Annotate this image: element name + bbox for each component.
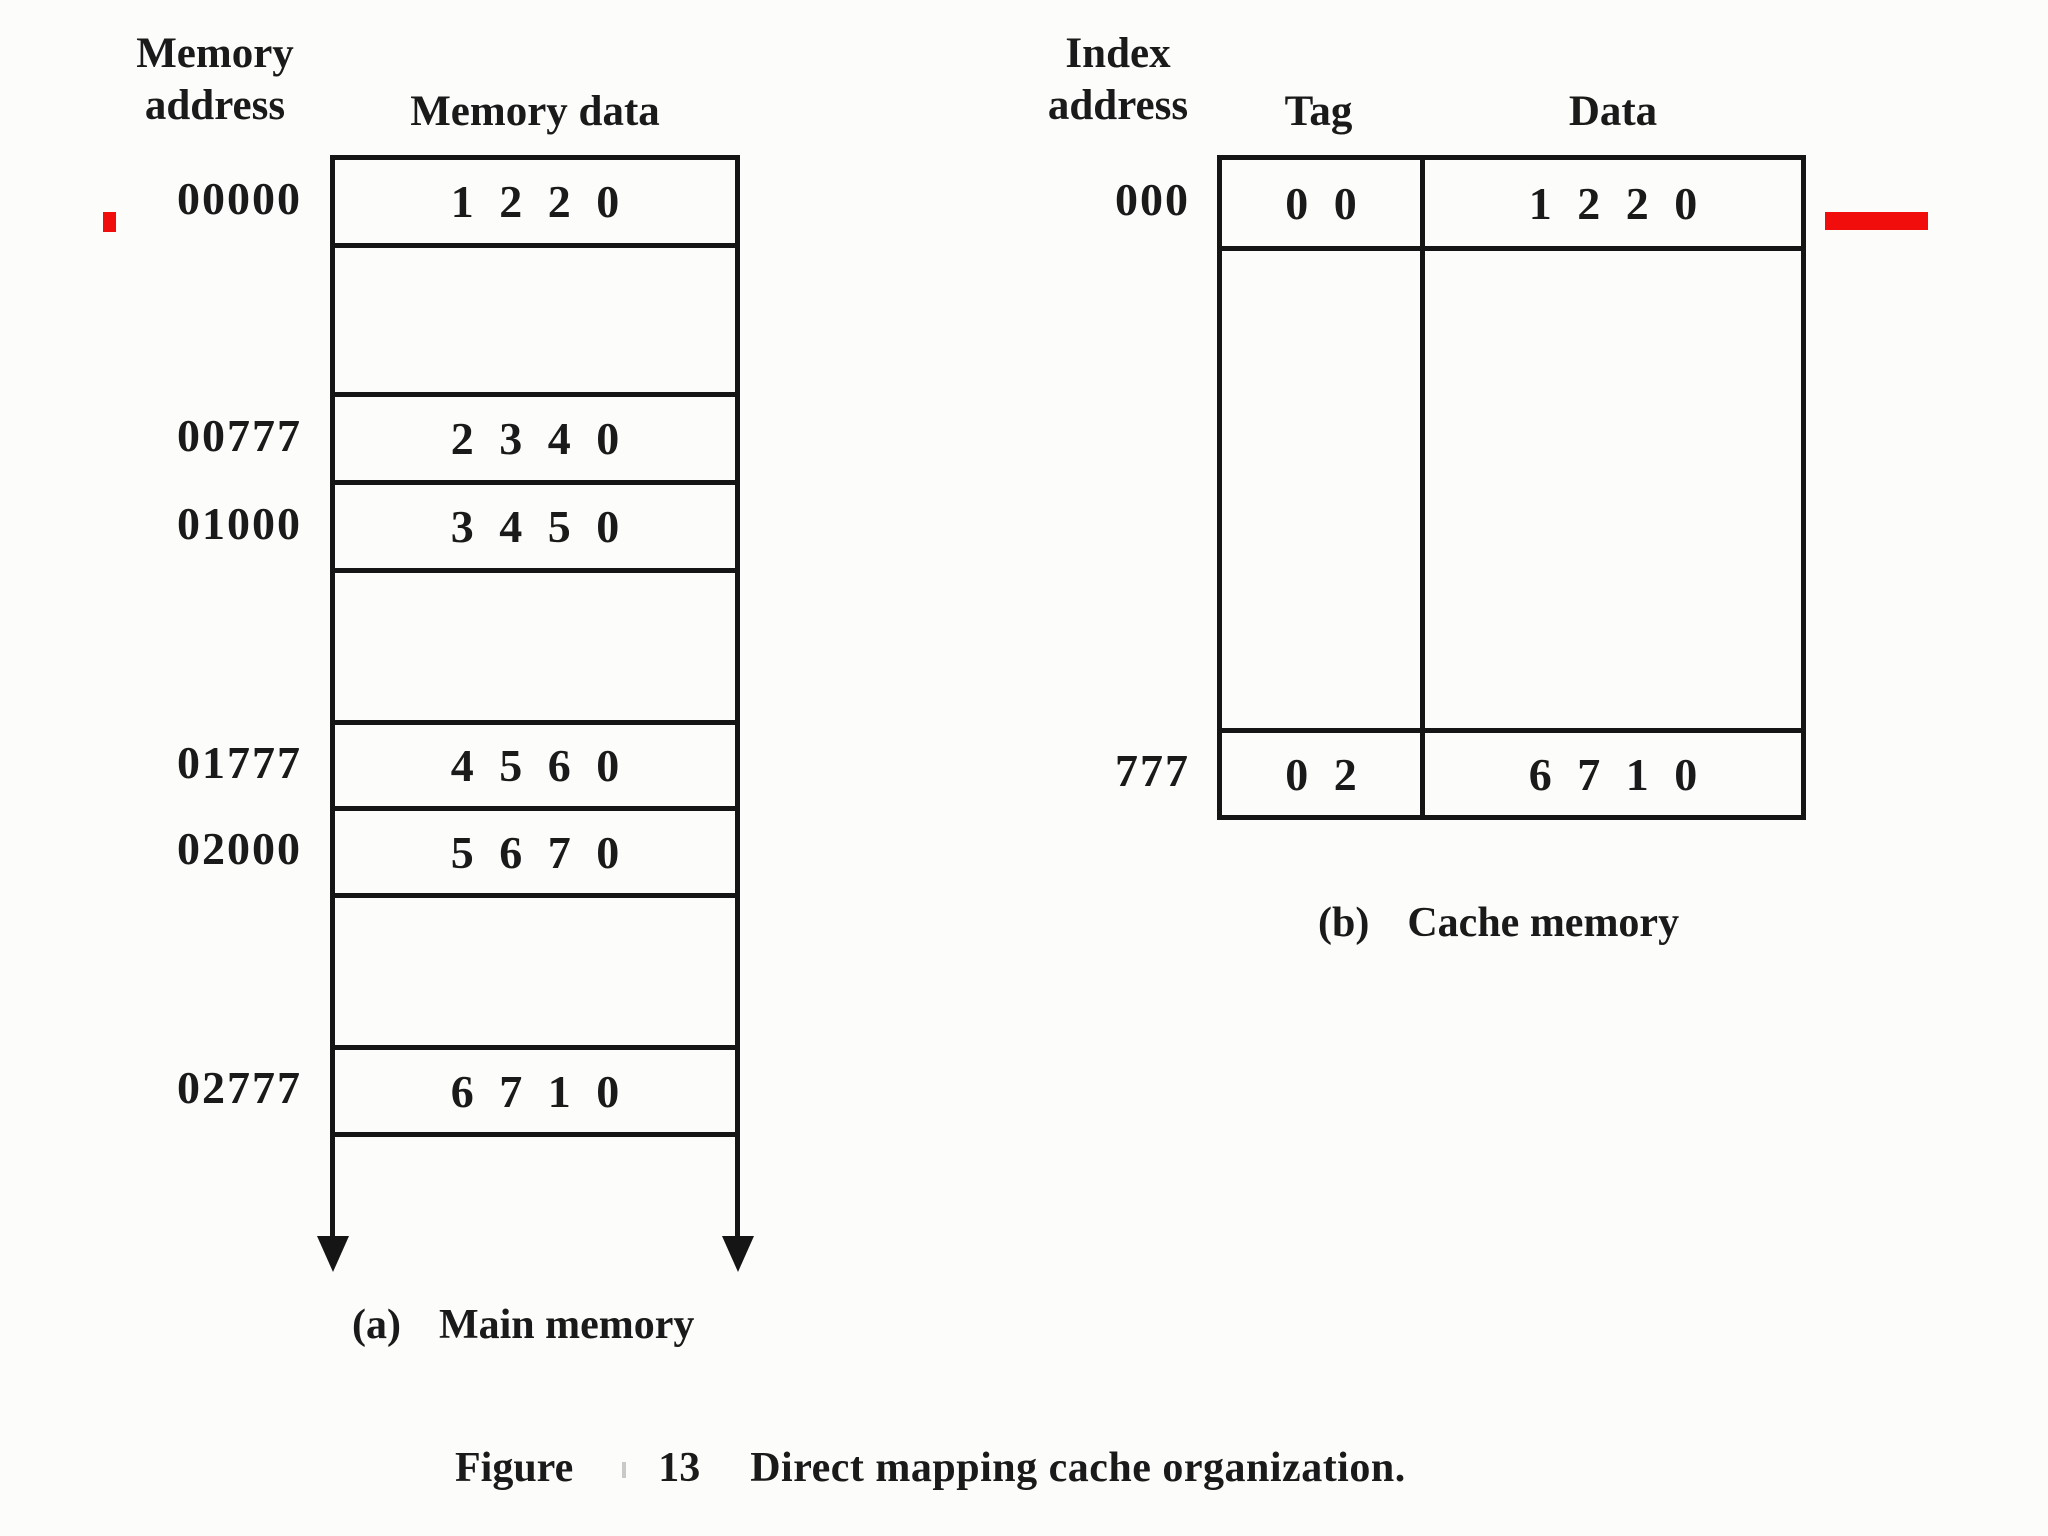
main-memory-caption: (a) Main memory (352, 1300, 694, 1350)
memory-address-label: 00777 (177, 410, 302, 461)
main-memory-address-header-line2: address (144, 82, 286, 129)
cache-index-label: 000 (1115, 174, 1190, 225)
down-arrow-right-icon (722, 1236, 754, 1272)
main-memory-caption-text: Main memory (438, 1302, 695, 1348)
cache-memory-caption: (b) Cache memory (1318, 898, 1679, 948)
table-row-empty (1222, 251, 1801, 733)
cache-tag-cell: 0 2 (1222, 733, 1425, 815)
cache-data-value: 1 2 2 0 (1528, 177, 1705, 229)
red-highlight-mark-left (103, 212, 116, 232)
memory-data-value: 6 7 1 0 (450, 1065, 627, 1117)
main-memory-table: 1 2 2 0 2 3 4 0 3 4 5 0 4 5 6 0 5 6 7 0 … (330, 155, 740, 1137)
main-memory-address-header: Memory address (65, 28, 365, 132)
main-memory-data-header: Memory data (410, 88, 660, 135)
memory-address-label: 01000 (177, 498, 302, 549)
cache-data-header: Data (1568, 88, 1658, 135)
figure-caption-word: Figure (455, 1445, 574, 1491)
cache-index-header-line2: address (1047, 82, 1189, 129)
table-row: 0 0 1 2 2 0 (1222, 160, 1801, 251)
cache-memory-caption-prefix: (b) (1318, 900, 1370, 946)
table-row-empty (335, 248, 735, 397)
arrow-shaft-left (330, 1132, 335, 1238)
memory-data-value: 4 5 6 0 (450, 740, 627, 791)
main-memory-address-header-line1: Memory (136, 30, 294, 77)
cache-index-label: 777 (1115, 745, 1190, 796)
cache-tag-value: 0 2 (1285, 748, 1364, 800)
cache-data-cell: 1 2 2 0 (1425, 160, 1801, 246)
cache-index-header: Index address (968, 28, 1268, 132)
memory-data-value: 3 4 5 0 (450, 501, 627, 552)
cache-data-cell: 6 7 1 0 (1425, 733, 1801, 815)
table-row: 4 5 6 0 (335, 725, 735, 811)
memory-address-label: 01777 (177, 737, 302, 788)
table-row: 3 4 5 0 (335, 485, 735, 573)
table-row-empty (335, 573, 735, 725)
figure-caption: Figure 13 Direct mapping cache organizatio… (455, 1438, 1406, 1498)
cache-data-cell (1425, 251, 1801, 728)
memory-data-value: 5 6 7 0 (450, 826, 627, 878)
memory-address-label: 02777 (177, 1062, 302, 1113)
table-row: 0 2 6 7 1 0 (1222, 733, 1801, 820)
cache-data-value: 6 7 1 0 (1528, 748, 1705, 800)
figure-caption-text: Direct mapping cache organization. (750, 1445, 1406, 1491)
table-row-empty (335, 898, 735, 1050)
memory-data-value: 2 3 4 0 (450, 413, 627, 464)
down-arrow-left-icon (317, 1236, 349, 1272)
memory-address-label: 00000 (177, 173, 302, 224)
arrow-shaft-right (735, 1132, 740, 1238)
cache-tag-cell: 0 0 (1222, 160, 1425, 246)
main-memory-caption-prefix: (a) (352, 1302, 401, 1348)
scan-artifact (622, 1462, 626, 1478)
table-row: 6 7 1 0 (335, 1050, 735, 1137)
cache-memory-table: 0 0 1 2 2 0 0 2 6 7 1 0 (1217, 155, 1806, 820)
red-highlight-mark-right (1825, 212, 1928, 230)
cache-index-header-line1: Index (1065, 30, 1171, 77)
table-row: 2 3 4 0 (335, 397, 735, 485)
table-row: 1 2 2 0 (335, 160, 735, 248)
cache-tag-value: 0 0 (1285, 177, 1364, 229)
figure-caption-number: 13 (658, 1445, 701, 1491)
memory-address-label: 02000 (177, 823, 302, 874)
cache-tag-cell (1222, 251, 1425, 728)
cache-memory-caption-text: Cache memory (1407, 900, 1680, 946)
table-row: 5 6 7 0 (335, 811, 735, 898)
memory-data-value: 1 2 2 0 (450, 176, 627, 227)
cache-tag-header: Tag (1284, 88, 1353, 135)
